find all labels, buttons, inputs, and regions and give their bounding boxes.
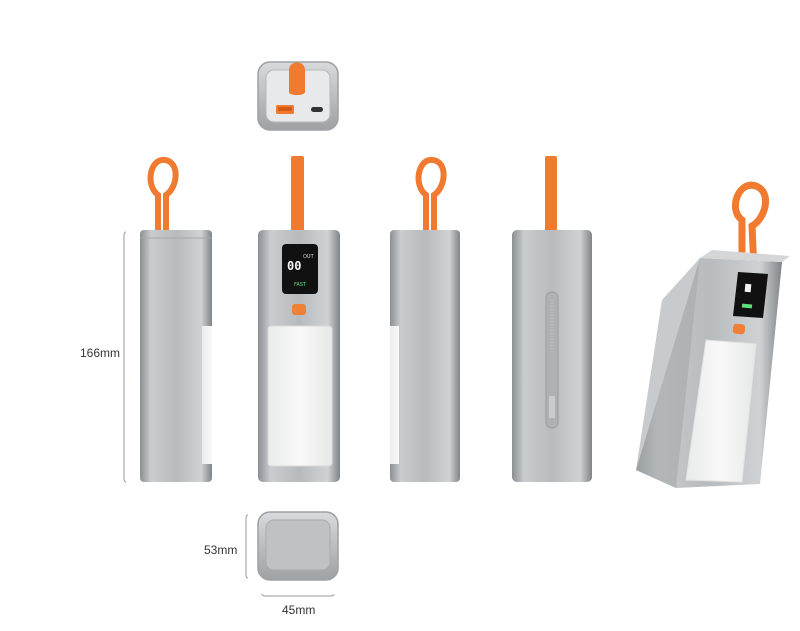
- usb-a-port-inner: [278, 107, 292, 111]
- power-button-icon: [292, 304, 306, 315]
- display-digit: [744, 283, 752, 293]
- back-view: [512, 156, 592, 482]
- usb-c-port-icon: [311, 107, 323, 112]
- top-view: [257, 61, 339, 131]
- side-view-right: [390, 157, 460, 482]
- strap-straight: [545, 156, 557, 236]
- light-panel: [685, 339, 757, 483]
- width-dimension-label: 45mm: [282, 603, 316, 617]
- strap-loop: [731, 181, 769, 274]
- display-fast-label: FAST: [294, 282, 307, 288]
- display-fast-indicator: [741, 303, 753, 309]
- dimension-lines: [123, 231, 335, 597]
- body-side: [390, 230, 460, 482]
- side-view-left: [140, 157, 212, 482]
- height-dimension-line: [123, 231, 127, 483]
- strap-straight: [291, 156, 304, 236]
- light-panel-edge: [202, 326, 212, 464]
- body-top-face: [700, 250, 790, 262]
- strap-loop: [415, 157, 447, 235]
- width-dimension-line: [261, 593, 335, 597]
- perspective-view: [636, 181, 790, 488]
- strap-top: [289, 62, 305, 95]
- depth-dimension-line: [245, 514, 249, 579]
- light-panel-edge: [390, 326, 399, 464]
- light-panel: [267, 325, 333, 467]
- body-left-face: [636, 258, 700, 488]
- display-out-label: OUT: [303, 254, 315, 260]
- power-button-icon: [732, 323, 746, 335]
- bottom-view-face: [265, 519, 331, 571]
- strap-loop: [147, 157, 179, 235]
- back-label-strip: [545, 291, 559, 429]
- depth-dimension-label: 53mm: [204, 543, 238, 557]
- bottom-view: [257, 511, 339, 581]
- back-brand-mark: [549, 396, 555, 418]
- display-screen: [733, 272, 768, 318]
- display-reading: 00: [287, 259, 301, 273]
- front-view: 00 OUT FAST: [258, 156, 340, 482]
- body-side: [140, 230, 212, 482]
- height-dimension-label: 166mm: [80, 346, 121, 360]
- display-screen: [282, 244, 318, 294]
